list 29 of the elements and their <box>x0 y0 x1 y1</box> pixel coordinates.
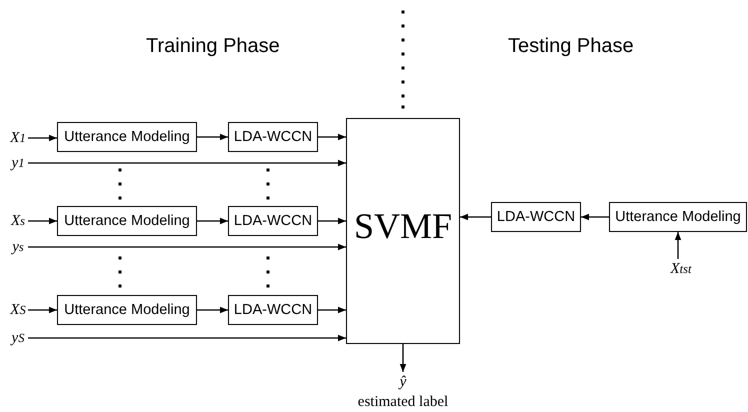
process-box: Utterance Modeling <box>57 206 197 236</box>
process-box: LDA-WCCN <box>491 202 581 232</box>
arrow <box>28 306 57 314</box>
output-symbol: ŷ <box>400 374 406 390</box>
arrow <box>197 218 228 224</box>
arrow <box>28 134 57 142</box>
classifier-box: SVMF <box>346 118 460 344</box>
process-box: Utterance Modeling <box>57 122 197 152</box>
arrow <box>197 306 228 314</box>
process-box: LDA-WCCN <box>228 295 318 325</box>
process-box: LDA-WCCN <box>228 122 318 152</box>
arrow <box>28 244 346 250</box>
arrow <box>197 134 228 140</box>
process-box: LDA-WCCN <box>228 206 318 236</box>
phase-heading: Testing Phase <box>508 35 634 58</box>
arrow <box>318 134 346 140</box>
arrow <box>460 214 491 220</box>
arrow <box>400 344 406 372</box>
process-box: Utterance Modeling <box>57 295 197 325</box>
arrow <box>674 232 682 259</box>
arrow <box>28 218 57 224</box>
arrow <box>318 218 346 224</box>
arrow <box>28 160 346 166</box>
arrow <box>318 306 346 314</box>
arrow <box>581 214 609 220</box>
output-caption: estimated label <box>358 394 448 411</box>
arrow <box>28 334 346 342</box>
process-box: Utterance Modeling <box>609 202 747 232</box>
phase-heading: Training Phase <box>146 35 280 58</box>
